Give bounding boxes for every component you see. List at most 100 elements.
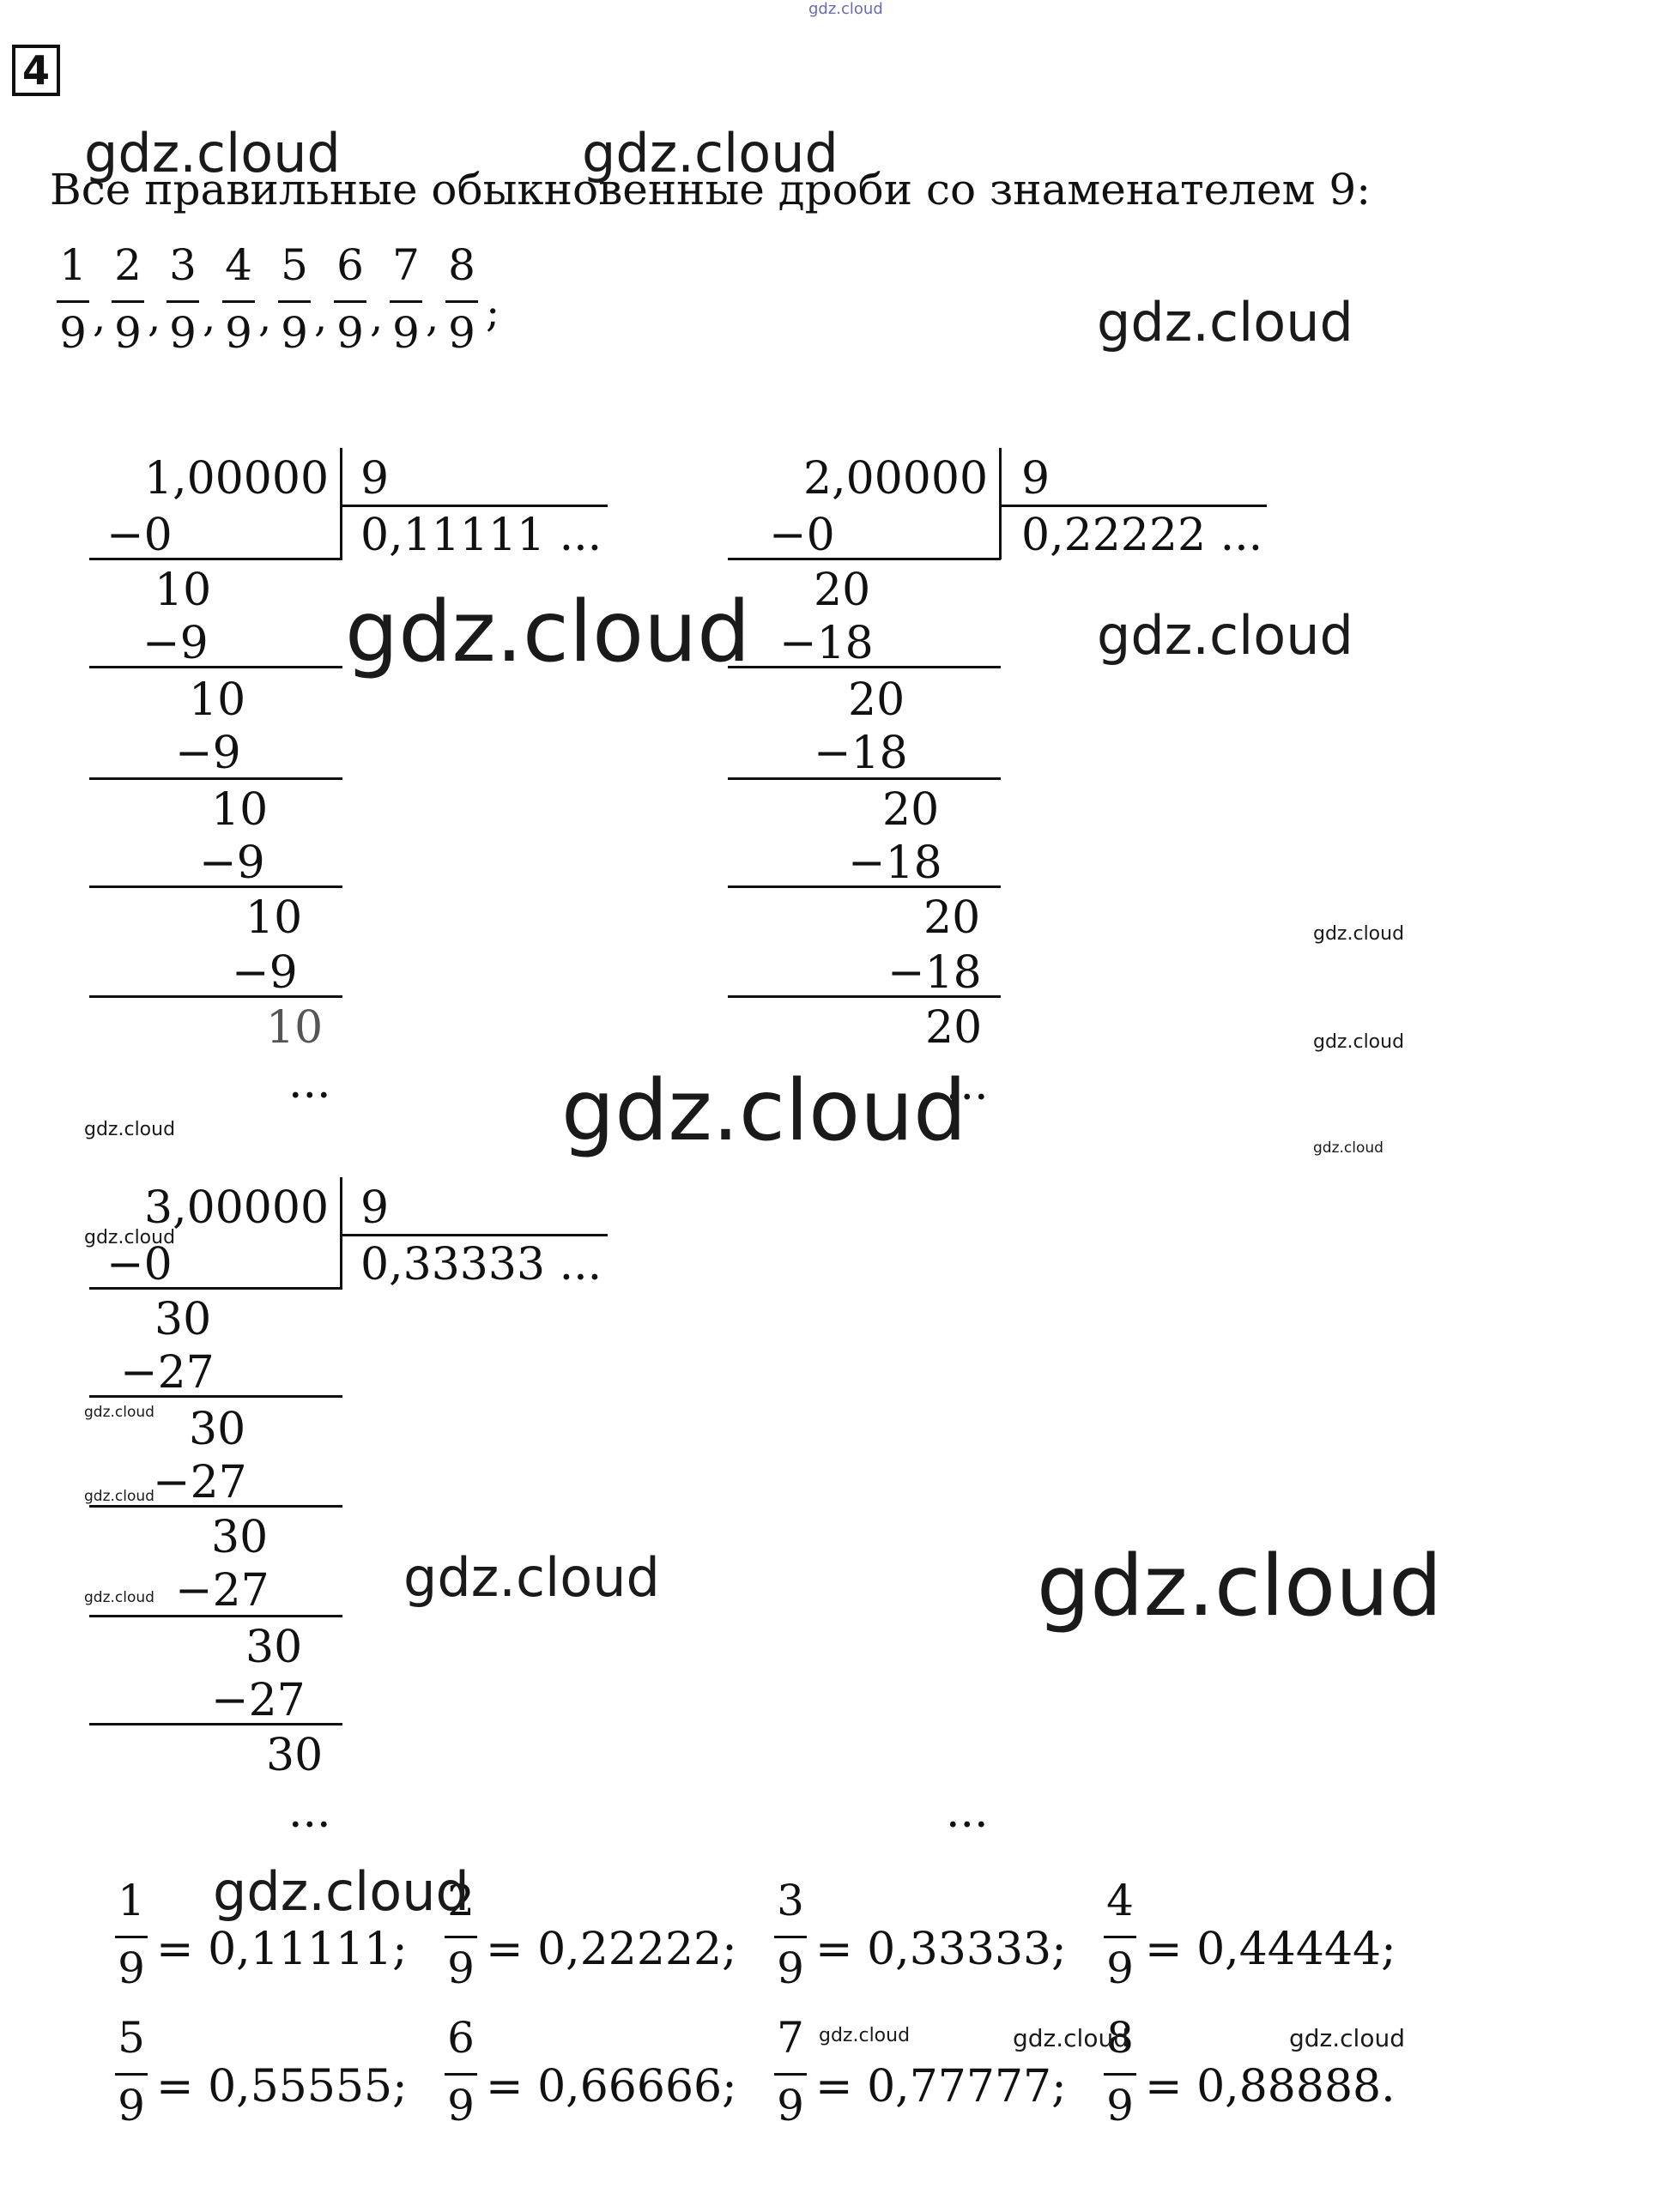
denominator: 9 <box>448 308 475 358</box>
comma: , <box>93 293 106 341</box>
result-value: = 0,88888. <box>1145 2061 1396 2112</box>
step: −18 <box>779 618 874 669</box>
divisor-line <box>340 1234 608 1236</box>
fraction-bar <box>1104 1936 1136 1938</box>
fraction-bar <box>445 300 478 303</box>
numerator: 6 <box>447 2013 475 2063</box>
result-value: = 0,55555; <box>156 2061 408 2112</box>
watermark: gdz.cloud <box>345 583 751 681</box>
numerator: 3 <box>169 240 197 290</box>
step: 20 <box>923 892 981 944</box>
result-value: = 0,66666; <box>486 2061 737 2112</box>
quotient: 0,22222 ... <box>1021 510 1263 561</box>
watermark: gdz.cloud <box>819 2025 911 2046</box>
result-value: = 0,11111; <box>156 1924 408 1975</box>
step-line <box>89 666 342 668</box>
step-line <box>89 777 342 780</box>
ellipsis: ... <box>946 1059 989 1110</box>
quotient: 0,11111 ... <box>360 510 602 561</box>
step-line <box>89 885 342 888</box>
step-line <box>89 1615 342 1617</box>
watermark: gdz.cloud <box>84 1119 176 1140</box>
numerator: 7 <box>777 2013 804 2063</box>
step: 20 <box>814 565 871 616</box>
fraction-bar <box>167 300 199 303</box>
divisor: 9 <box>360 453 390 505</box>
numerator: 4 <box>1106 1876 1134 1925</box>
result-value: = 0,33333; <box>815 1924 1067 1975</box>
denominator: 9 <box>114 308 142 358</box>
result-value: = 0,44444; <box>1145 1924 1396 1975</box>
comma: , <box>148 293 161 341</box>
step-line <box>89 1505 342 1508</box>
fraction-bar <box>774 2073 807 2076</box>
fraction-bar <box>278 300 311 303</box>
comma: , <box>258 293 272 341</box>
numerator: 8 <box>448 240 475 290</box>
denominator: 9 <box>281 308 308 358</box>
numerator: 2 <box>114 240 142 290</box>
denominator: 9 <box>1106 2081 1134 2130</box>
step-line <box>728 995 1001 998</box>
numerator: 3 <box>777 1876 804 1925</box>
step-line <box>89 1395 342 1398</box>
denominator: 9 <box>447 2081 475 2130</box>
step-line <box>89 1287 342 1290</box>
divisor-line <box>340 505 608 507</box>
step: 30 <box>245 1622 303 1673</box>
step: 10 <box>154 565 212 616</box>
step: 30 <box>211 1512 269 1563</box>
division-bracket <box>999 448 1002 559</box>
task-number-box: 4 <box>12 45 60 96</box>
fraction-bar <box>774 1936 807 1938</box>
watermark: gdz.cloud <box>1289 2024 1405 2052</box>
denominator: 9 <box>392 308 420 358</box>
denominator: 9 <box>118 1943 145 1993</box>
ellipsis: ... <box>946 1786 989 1838</box>
list-end: ; <box>486 288 500 336</box>
step: −9 <box>232 947 298 999</box>
denominator: 9 <box>59 308 87 358</box>
step: −0 <box>106 1239 173 1290</box>
step: 10 <box>211 784 269 836</box>
step: −18 <box>848 837 942 889</box>
step: 10 <box>245 892 303 944</box>
step-line <box>89 558 342 560</box>
watermark: gdz.cloud <box>84 1227 176 1248</box>
dividend: 2,00000 <box>803 453 989 505</box>
watermark: gdz.cloud <box>1097 604 1353 667</box>
step: −27 <box>211 1675 306 1726</box>
watermark: gdz.cloud <box>561 1062 967 1160</box>
watermark: gdz.cloud <box>1097 291 1353 354</box>
watermark: gdz.cloud <box>403 1546 660 1609</box>
step: 20 <box>848 674 905 726</box>
denominator: 9 <box>777 2081 804 2130</box>
divisor: 9 <box>1021 453 1050 505</box>
numerator: 2 <box>447 1876 475 1925</box>
watermark: gdz.cloud <box>1037 1538 1443 1635</box>
divisor-line <box>999 505 1267 507</box>
step: −9 <box>142 618 209 669</box>
comma: , <box>314 293 328 341</box>
step: −27 <box>175 1565 269 1617</box>
watermark: gdz.cloud <box>84 1404 154 1421</box>
step: 30 <box>266 1730 324 1781</box>
step: 30 <box>189 1404 246 1455</box>
step: −0 <box>106 510 173 561</box>
fraction-bar <box>1104 2073 1136 2076</box>
step-line <box>89 1723 342 1725</box>
step: −9 <box>175 728 241 779</box>
step: −27 <box>120 1347 215 1399</box>
step: −18 <box>887 947 982 999</box>
comma: , <box>203 293 216 341</box>
denominator: 9 <box>225 308 252 358</box>
fraction-bar <box>390 300 422 303</box>
